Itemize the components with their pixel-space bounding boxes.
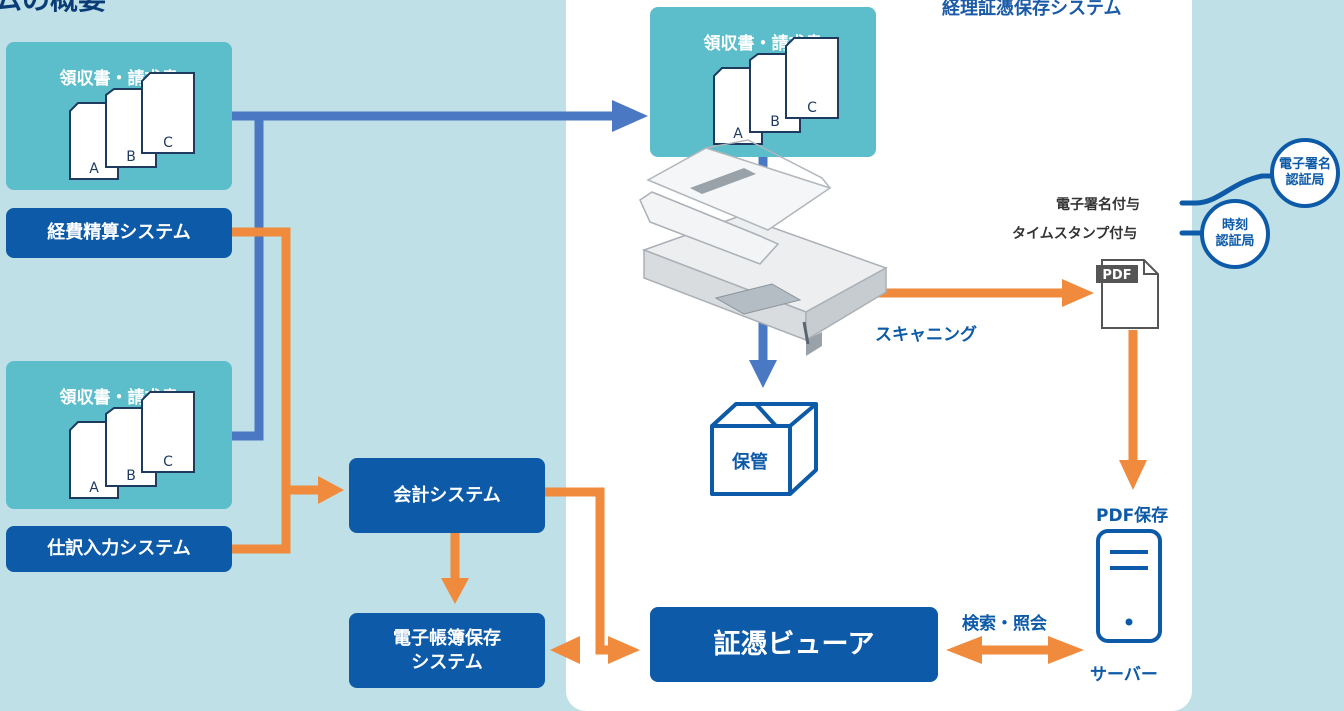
pdf-document-icon: PDF	[1096, 259, 1159, 329]
document-page-c: C	[807, 100, 817, 116]
page-title: ムの概要	[0, 0, 106, 18]
server-icon	[1096, 529, 1162, 643]
arrow-head-to-ebook-storage	[550, 636, 580, 664]
pdf-save-label: PDF保存	[1096, 506, 1169, 526]
arrow-head-to-accounting	[318, 476, 344, 504]
document-stack-icon: A B C	[69, 391, 195, 499]
arrow-head-to-pdf-save	[1119, 460, 1147, 490]
ebook-storage-label-line1: 電子帳簿保存	[393, 628, 501, 650]
timestamp-label: タイムスタンプ付与	[1012, 226, 1138, 242]
signature-authority-badge: 電子署名 認証局	[1270, 138, 1340, 208]
signature-authority-line2: 認証局	[1285, 173, 1325, 188]
document-page-b: B	[126, 468, 136, 484]
storage-box-icon	[710, 402, 818, 496]
orange-flow	[232, 227, 1138, 655]
scanner-image	[639, 139, 888, 356]
scanning-label: スキャニング	[875, 325, 977, 345]
arrow-head-to-viewer	[608, 636, 640, 664]
document-page-b: B	[770, 114, 780, 130]
document-page-a: A	[733, 126, 743, 142]
ebook-storage-label-line2: システム	[411, 651, 483, 673]
voucher-viewer-button[interactable]: 証憑ビューア	[650, 607, 938, 682]
document-stack-icon: A B C	[69, 72, 195, 180]
document-page-a: A	[89, 161, 99, 177]
arrow-head-to-ebook	[441, 578, 469, 604]
digital-signature-label: 電子署名付与	[1056, 197, 1140, 213]
document-page-b: B	[126, 149, 136, 165]
accounting-system-button[interactable]: 会計システム	[349, 458, 545, 533]
storage-box-label: 保管	[731, 451, 768, 473]
time-authority-line1: 時刻	[1221, 217, 1248, 233]
server-label: サーバー	[1090, 665, 1158, 685]
expense-system-button[interactable]: 経費精算システム	[6, 208, 232, 258]
system-title: 経理証憑保存システム	[942, 0, 1122, 19]
arrow-head-to-pdf	[1062, 279, 1094, 307]
time-authority-badge: 時刻 認証局	[1200, 199, 1270, 269]
pdf-tag-label: PDF	[1102, 268, 1131, 283]
document-stack-icon: A B C	[713, 37, 839, 145]
search-reference-label: 検索・照会	[962, 614, 1047, 634]
ebook-storage-button[interactable]: 電子帳簿保存 システム	[349, 613, 545, 688]
arrow-head-to-server	[1048, 636, 1084, 664]
arrow-head-to-viewer-search	[946, 636, 982, 664]
arrow-head-to-scan-card	[612, 100, 648, 132]
signature-authority-line1: 電子署名	[1278, 156, 1331, 172]
document-page-c: C	[163, 135, 173, 151]
journal-system-button[interactable]: 仕訳入力システム	[6, 526, 232, 572]
document-page-a: A	[89, 480, 99, 496]
arrow-head-to-storage	[749, 360, 777, 388]
document-page-c: C	[163, 454, 173, 470]
time-authority-line2: 認証局	[1215, 234, 1255, 249]
